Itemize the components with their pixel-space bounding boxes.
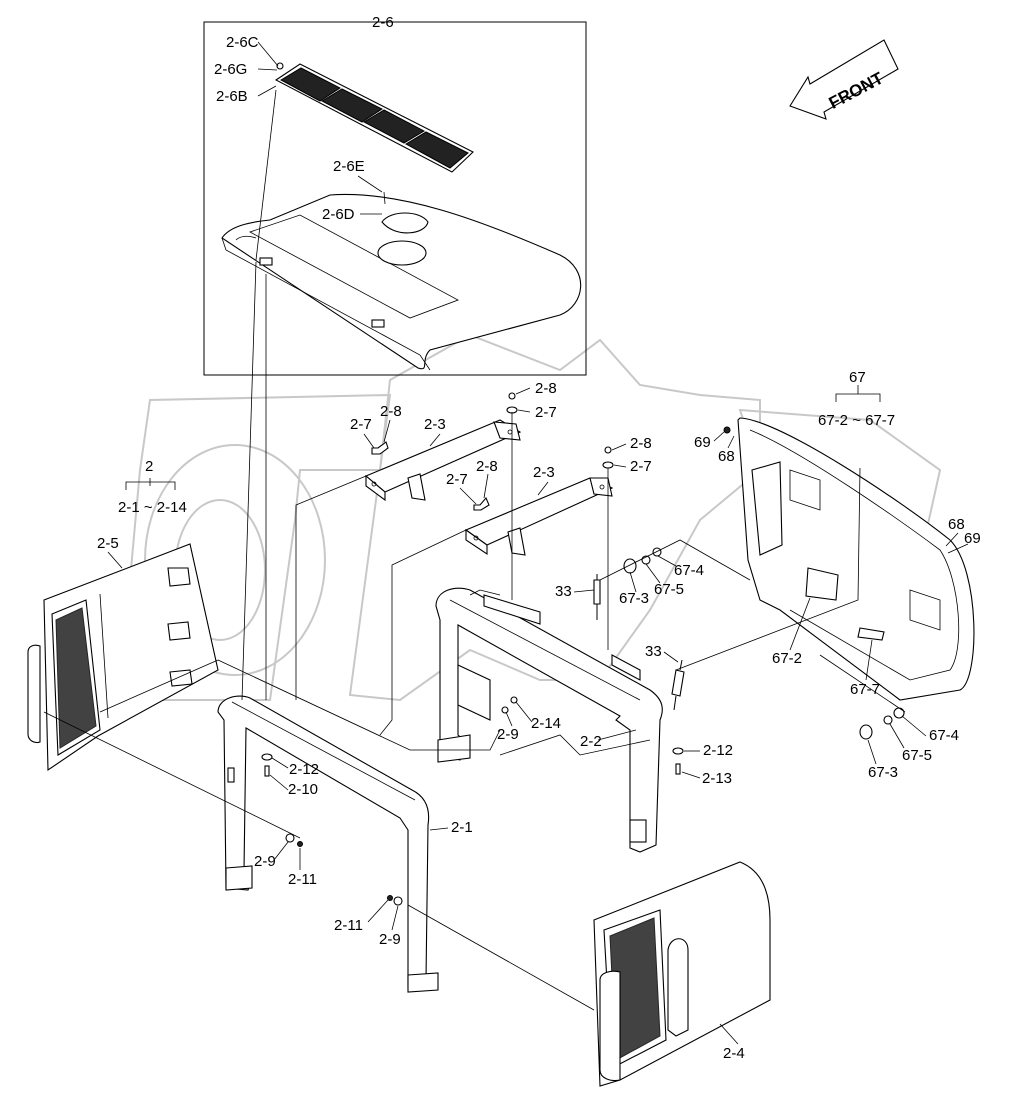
label-2-6D: 2-6D — [322, 206, 355, 223]
label-2-9-a: 2-9 — [497, 726, 519, 743]
label-33-a: 33 — [555, 583, 572, 600]
bracket-2-3-lower — [464, 477, 614, 556]
side-door-2-5 — [27, 543, 219, 772]
label-2-7-c: 2-7 — [630, 458, 652, 475]
assembly-lines — [43, 261, 906, 1011]
label-33-b: 33 — [645, 643, 662, 660]
label-2-6G: 2-6G — [214, 61, 247, 78]
label-2-9-b: 2-9 — [254, 853, 276, 870]
label-69-a: 69 — [694, 434, 711, 451]
label-67-4-b: 67-4 — [929, 727, 959, 744]
label-2-10: 2-10 — [288, 781, 318, 798]
label-2-7-d: 2-7 — [446, 471, 468, 488]
label-68-a: 68 — [718, 448, 735, 465]
front-arrow: FRONT — [789, 39, 899, 120]
label-2-8-c: 2-8 — [630, 435, 652, 452]
label-67-3-b: 67-3 — [868, 764, 898, 781]
label-2-11-b: 2-11 — [334, 917, 363, 934]
label-2-7-b: 2-7 — [350, 416, 372, 433]
label-67-range: 67-2 ~ 67-7 — [818, 412, 895, 429]
frame-2-1 — [217, 695, 439, 993]
label-2-4: 2-4 — [723, 1045, 745, 1062]
label-2-13: 2-13 — [702, 770, 732, 787]
label-67: 67 — [849, 369, 866, 386]
top-cover-body — [221, 193, 582, 371]
label-2-12-b: 2-12 — [289, 761, 319, 778]
label-67-3-a: 67-3 — [619, 590, 649, 607]
label-2-5: 2-5 — [97, 535, 119, 552]
label-2-range: 2-1 ~ 2-14 — [118, 499, 187, 516]
label-2-1: 2-1 — [451, 819, 473, 836]
bracket-2-3-upper — [364, 419, 522, 502]
label-2-6E: 2-6E — [333, 158, 365, 175]
label-2-11-a: 2-11 — [288, 871, 317, 888]
label-2-8-d: 2-8 — [476, 458, 498, 475]
label-2-8-a: 2-8 — [535, 380, 557, 397]
label-2-9-c: 2-9 — [379, 931, 401, 948]
grille-panel-2-6B — [274, 62, 474, 173]
label-69-b: 69 — [964, 530, 981, 547]
label-2: 2 — [145, 458, 153, 475]
label-2-12-a: 2-12 — [703, 742, 733, 759]
label-2-3-a: 2-3 — [424, 416, 446, 433]
label-68-b: 68 — [948, 516, 965, 533]
fasteners — [261, 392, 946, 906]
label-2-14: 2-14 — [531, 715, 561, 732]
gas-strut-upper — [593, 574, 601, 620]
label-2-3-b: 2-3 — [533, 464, 555, 481]
top-cover-group — [203, 21, 587, 376]
label-2-2: 2-2 — [580, 733, 602, 750]
door-67 — [737, 417, 975, 701]
label-2-7-a: 2-7 — [535, 404, 557, 421]
leader-lines — [107, 387, 969, 1045]
frame-2-2 — [435, 587, 663, 853]
label-2-6B: 2-6B — [216, 88, 248, 105]
callout-brackets — [125, 385, 881, 490]
label-67-5-a: 67-5 — [654, 581, 684, 598]
label-67-7: 67-7 — [850, 681, 880, 698]
label-67-4-a: 67-4 — [674, 562, 704, 579]
label-2-6C: 2-6C — [226, 34, 259, 51]
gas-strut-lower — [671, 659, 685, 711]
label-67-2: 67-2 — [772, 650, 802, 667]
side-door-2-4 — [593, 861, 771, 1087]
label-2-6: 2-6 — [372, 14, 394, 31]
label-2-8-b: 2-8 — [380, 403, 402, 420]
label-67-5-b: 67-5 — [902, 747, 932, 764]
